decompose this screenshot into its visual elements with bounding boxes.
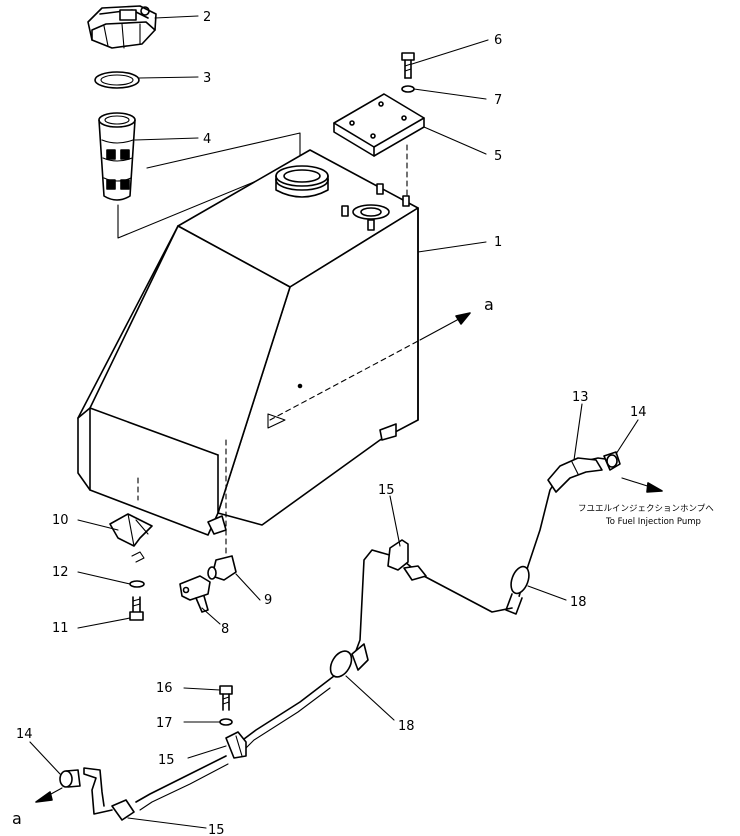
callout-12: 12 xyxy=(52,565,69,580)
callout-15-upper: 15 xyxy=(378,483,395,498)
mount-bolt xyxy=(401,52,415,79)
clamp-bracket xyxy=(109,513,153,547)
callout-2: 2 xyxy=(203,10,211,25)
callout-18-lower: 18 xyxy=(398,719,415,734)
callout-14-upper: 14 xyxy=(630,405,647,420)
ref-a-upper: a xyxy=(484,295,494,314)
filler-cap xyxy=(87,5,157,49)
filler-strainer xyxy=(98,112,136,201)
callout-5: 5 xyxy=(494,149,502,164)
callout-10: 10 xyxy=(52,513,69,528)
drain-washer xyxy=(129,580,145,588)
cap-gasket xyxy=(94,71,140,89)
callout-7: 7 xyxy=(494,93,502,108)
destination-note-japanese: フユエルインジェクションホンプへ xyxy=(578,504,714,514)
clamp-bolt xyxy=(219,685,233,711)
ref-a-lower: a xyxy=(12,809,22,828)
fuel-tank xyxy=(77,149,419,556)
callout-15-bottom: 15 xyxy=(208,823,225,836)
drain-valve xyxy=(179,575,211,613)
callout-1: 1 xyxy=(494,235,502,250)
fuel-hose-assembly xyxy=(59,451,621,821)
callout-17: 17 xyxy=(156,716,173,731)
callout-6: 6 xyxy=(494,33,502,48)
callout-8: 8 xyxy=(221,622,229,637)
callout-16: 16 xyxy=(156,681,173,696)
callout-13: 13 xyxy=(572,390,589,405)
mount-washer xyxy=(401,85,415,93)
callout-15-middle: 15 xyxy=(158,753,175,768)
callout-9: 9 xyxy=(264,593,272,608)
callout-4: 4 xyxy=(203,132,211,147)
mounting-plate xyxy=(333,93,425,157)
drain-bolt xyxy=(129,596,144,621)
clamp-washer xyxy=(219,718,233,726)
callout-11: 11 xyxy=(52,621,69,636)
leader-lines xyxy=(29,15,639,829)
callout-14-lower: 14 xyxy=(16,727,33,742)
callout-18-right: 18 xyxy=(570,595,587,610)
drain-elbow xyxy=(207,555,237,581)
destination-note-english: To Fuel Injection Pump xyxy=(605,517,701,527)
callout-3: 3 xyxy=(203,71,211,86)
